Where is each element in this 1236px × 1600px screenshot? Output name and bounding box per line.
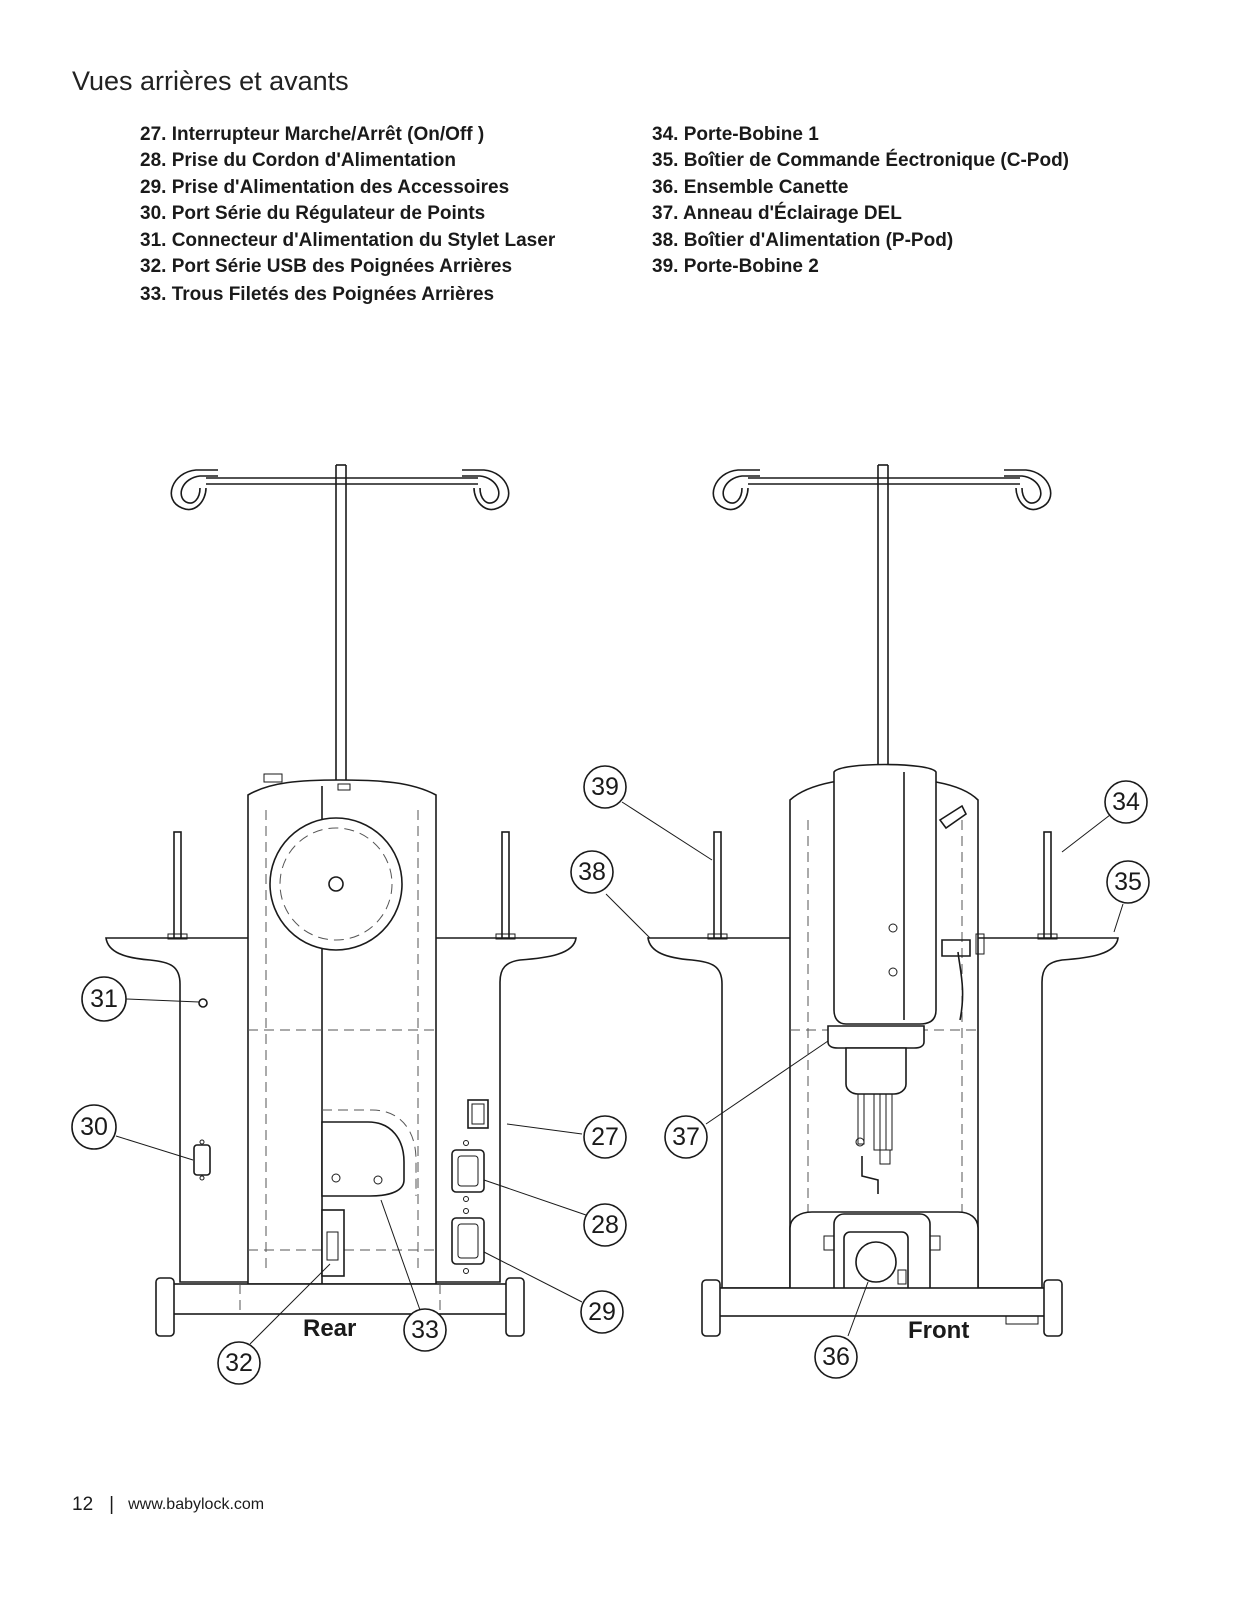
page-title: Vues arrières et avants bbox=[72, 66, 349, 96]
machine-diagram: Rear Front 27 28 29 30 31 32 33 34 35 36… bbox=[71, 464, 1150, 1385]
callout-29: 29 bbox=[580, 1290, 624, 1334]
list-item: 29. Prise d'Alimentation des Accessoires bbox=[140, 176, 510, 198]
callout-36: 36 bbox=[814, 1335, 858, 1379]
callout-34: 34 bbox=[1104, 780, 1148, 824]
callout-37: 37 bbox=[664, 1115, 708, 1159]
front-label: Front bbox=[908, 1317, 969, 1344]
footer-url: www.babylock.com bbox=[128, 1496, 265, 1513]
list-item: 37. Anneau d'Éclairage DEL bbox=[652, 203, 902, 225]
svg-text:36: 36 bbox=[822, 1343, 850, 1371]
callout-28: 28 bbox=[583, 1203, 627, 1247]
list-item: 27. Interrupteur Marche/Arrêt (On/Off ) bbox=[140, 124, 485, 145]
footer-separator: | bbox=[109, 1494, 115, 1515]
list-item: 30. Port Série du Régulateur de Points bbox=[140, 203, 486, 225]
svg-text:28: 28 bbox=[591, 1211, 619, 1239]
callout-30: 30 bbox=[71, 1104, 117, 1150]
list-item: 34. Porte-Bobine 1 bbox=[652, 124, 819, 145]
svg-text:32: 32 bbox=[225, 1349, 253, 1377]
list-item: 35. Boîtier de Commande Éectronique (C-P… bbox=[652, 150, 1069, 172]
svg-text:35: 35 bbox=[1114, 868, 1142, 896]
callout-39: 39 bbox=[583, 765, 627, 809]
svg-text:30: 30 bbox=[80, 1113, 108, 1141]
front-view bbox=[647, 464, 1119, 1337]
list-item: 33. Trous Filetés des Poignées Arrières bbox=[140, 284, 495, 306]
svg-text:39: 39 bbox=[591, 773, 619, 801]
rear-thread-stand bbox=[170, 464, 510, 790]
svg-text:33: 33 bbox=[411, 1316, 439, 1344]
list-item: 36. Ensemble Canette bbox=[652, 176, 849, 198]
leader-lines bbox=[115, 801, 1124, 1345]
parts-list-left: 27. Interrupteur Marche/Arrêt (On/Off ) … bbox=[140, 122, 555, 309]
callout-33: 33 bbox=[403, 1308, 447, 1352]
svg-text:37: 37 bbox=[672, 1123, 700, 1151]
list-item: 32. Port Série USB des Poignées Arrières bbox=[140, 256, 513, 278]
svg-text:31: 31 bbox=[90, 985, 118, 1013]
callout-38: 38 bbox=[570, 850, 614, 894]
list-item: 38. Boîtier d'Alimentation (P-Pod) bbox=[652, 229, 954, 251]
svg-text:38: 38 bbox=[578, 858, 606, 886]
callout-35: 35 bbox=[1106, 860, 1150, 904]
list-item: 28. Prise du Cordon d'Alimentation bbox=[140, 150, 456, 172]
svg-text:29: 29 bbox=[588, 1298, 616, 1326]
page-number: 12 bbox=[72, 1494, 94, 1515]
list-item: 31. Connecteur d'Alimentation du Stylet … bbox=[140, 229, 556, 251]
callout-32: 32 bbox=[217, 1341, 261, 1385]
front-thread-stand bbox=[712, 464, 1052, 780]
parts-list-right: 34. Porte-Bobine 1 35. Boîtier de Comman… bbox=[652, 122, 1069, 280]
callout-31: 31 bbox=[81, 976, 127, 1022]
rear-view bbox=[105, 464, 577, 1337]
rear-label: Rear bbox=[303, 1315, 356, 1342]
svg-text:27: 27 bbox=[591, 1123, 619, 1151]
page-footer: 12 | www.babylock.com bbox=[72, 1494, 264, 1516]
callout-27: 27 bbox=[583, 1115, 627, 1159]
svg-text:34: 34 bbox=[1112, 788, 1140, 816]
list-item: 39. Porte-Bobine 2 bbox=[652, 256, 819, 278]
